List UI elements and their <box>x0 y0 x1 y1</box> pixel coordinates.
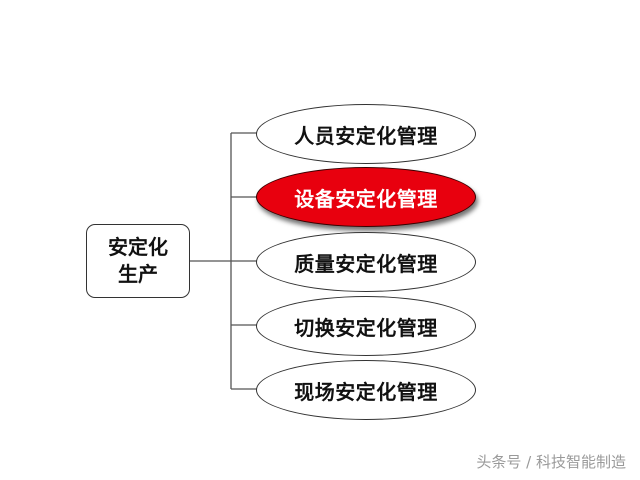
branch-node-quality: 质量安定化管理 <box>256 232 476 292</box>
branch-node-personnel: 人员安定化管理 <box>256 104 476 164</box>
root-node: 安定化生产 <box>86 224 190 298</box>
branch-node-changeover: 切换安定化管理 <box>256 296 476 356</box>
branch-node-label: 切换安定化管理 <box>294 315 438 340</box>
branch-node-label: 质量安定化管理 <box>294 251 438 276</box>
branch-node-equipment: 设备安定化管理 <box>256 167 476 227</box>
watermark-text: 头条号 / 科技智能制造 <box>476 453 626 471</box>
branch-node-onsite: 现场安定化管理 <box>256 360 476 420</box>
root-node-label: 安定化生产 <box>108 235 168 286</box>
branch-node-label: 设备安定化管理 <box>294 186 438 211</box>
branch-node-label: 人员安定化管理 <box>294 123 438 148</box>
branch-node-label: 现场安定化管理 <box>294 379 438 404</box>
